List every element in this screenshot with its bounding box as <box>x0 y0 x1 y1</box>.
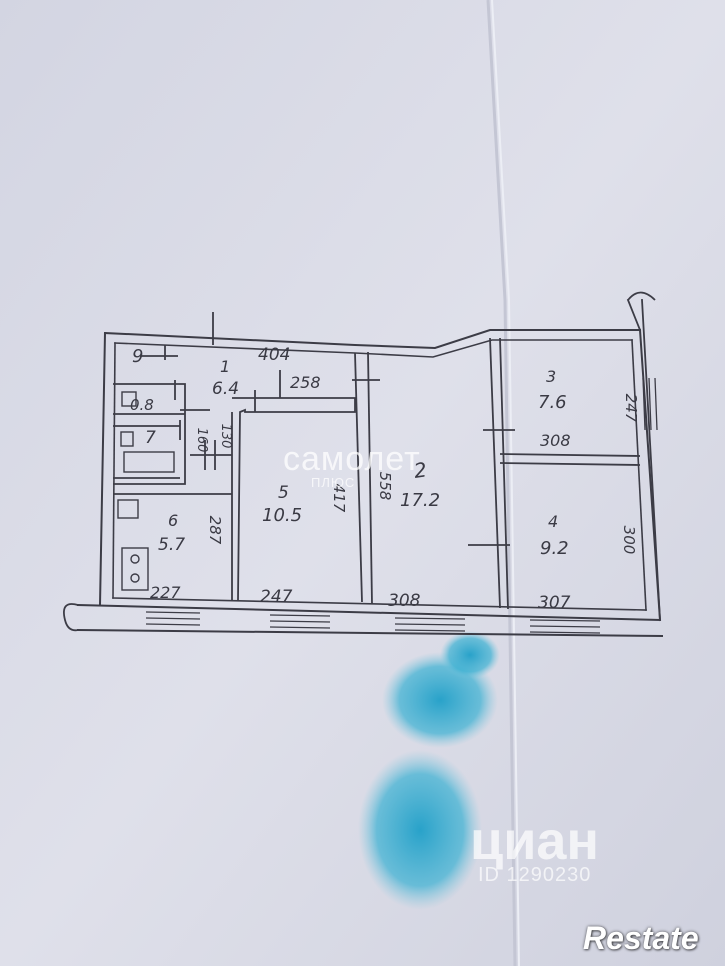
wall <box>489 337 501 609</box>
room-1-number: 1 <box>220 357 230 376</box>
window <box>269 614 331 629</box>
window <box>642 377 658 431</box>
stove <box>121 547 149 591</box>
dimension-160: 160 <box>194 428 209 453</box>
wall <box>499 337 509 610</box>
dimension-227: 227 <box>150 583 181 602</box>
dimension-labels: 404 258 160 130 287 417 558 308 247 300 … <box>150 345 640 613</box>
dimension-417: 417 <box>330 484 348 513</box>
wall <box>354 352 363 603</box>
room-4-area: 9.2 <box>540 538 569 559</box>
wall <box>232 397 356 601</box>
wall <box>631 339 647 611</box>
wall <box>98 331 107 607</box>
wall <box>499 453 641 457</box>
window <box>145 611 201 626</box>
room-7-number: 7 <box>145 428 156 448</box>
wall <box>641 299 661 621</box>
samolet-watermark-sub: ПЛЮС <box>311 475 356 490</box>
wall <box>367 351 373 605</box>
dimension-247-right: 247 <box>622 394 640 423</box>
sink <box>121 391 137 407</box>
fixtures <box>117 391 175 591</box>
paper-fold-highlight <box>491 0 520 966</box>
paper-fold <box>486 0 517 966</box>
windows <box>145 377 658 634</box>
outer-walls <box>76 298 664 638</box>
room-labels: 9 1 6.4 0.8 7 6 5.7 5 10.5 2 17.2 3 7.6 … <box>130 346 569 559</box>
inner-walls <box>113 337 641 610</box>
wall <box>112 342 116 599</box>
entrance-arc <box>63 603 79 632</box>
samolet-watermark: самолет ПЛЮС <box>283 440 421 490</box>
bathtub <box>123 451 175 473</box>
small-area-label: 0.8 <box>130 396 154 414</box>
room-5-area: 10.5 <box>262 505 302 526</box>
cian-watermark-id: ID 1290230 <box>478 864 592 886</box>
balcony-arc <box>627 291 656 301</box>
wall <box>626 298 642 332</box>
dimension-308-bottom: 308 <box>388 591 421 611</box>
samolet-watermark-text: самолет <box>283 440 421 478</box>
dimension-558: 558 <box>376 472 394 501</box>
room-4-number: 4 <box>548 512 558 531</box>
room-6-number: 6 <box>168 511 178 530</box>
window <box>394 617 466 632</box>
dimension-308-top: 308 <box>540 431 571 450</box>
cian-watermark: циан <box>470 811 600 871</box>
wall <box>76 603 662 622</box>
room-5-number: 5 <box>278 483 289 503</box>
restate-logo: Restate <box>583 920 699 956</box>
window <box>529 619 601 634</box>
wall <box>499 462 641 466</box>
room-9-number: 9 <box>132 346 143 367</box>
dimension-258: 258 <box>290 373 321 392</box>
ink-stain <box>440 631 500 679</box>
wall <box>112 597 647 611</box>
room-1-area: 6.4 <box>212 379 239 399</box>
toilet <box>120 431 134 447</box>
room-3-number: 3 <box>546 367 556 386</box>
dimension-300: 300 <box>620 526 638 555</box>
room-2-number: 2 <box>412 457 428 483</box>
dimension-247-bottom: 247 <box>260 587 293 607</box>
burner <box>130 554 140 564</box>
dimension-130: 130 <box>218 424 233 449</box>
room-3-area: 7.6 <box>538 392 567 413</box>
room-2-area: 17.2 <box>400 490 440 511</box>
burner <box>130 573 140 583</box>
kitchen-sink <box>117 499 139 519</box>
dimension-307: 307 <box>538 593 571 613</box>
wall <box>114 339 633 358</box>
dimension-404: 404 <box>258 345 290 365</box>
ink-stain <box>358 750 482 910</box>
wall <box>103 329 641 350</box>
doors <box>63 291 656 632</box>
dimension-287: 287 <box>206 516 224 545</box>
wall <box>76 628 664 638</box>
room-6-area: 5.7 <box>158 535 185 555</box>
wall <box>113 383 186 485</box>
